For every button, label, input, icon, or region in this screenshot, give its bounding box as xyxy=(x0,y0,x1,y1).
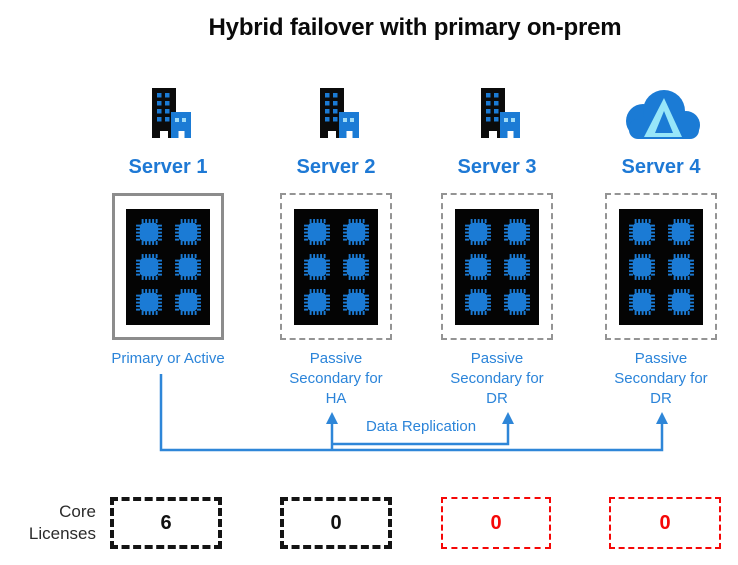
cpu-chip-icon xyxy=(667,288,694,315)
server-name: Server 4 xyxy=(621,156,701,178)
server-host-box xyxy=(280,193,392,340)
cpu-chip-icon xyxy=(135,218,162,245)
cpu-chip-icon xyxy=(667,218,694,245)
server-role-label: Passive Secondary for HA xyxy=(289,350,383,407)
cpu-chip-icon xyxy=(174,218,201,245)
server-host-box xyxy=(112,193,224,340)
server-column-4: Server 4 Passive Secondary for DR xyxy=(586,0,736,565)
cpu-chip-icon xyxy=(667,253,694,280)
office-building-icon xyxy=(261,86,411,144)
license-count-box-server2: 0 xyxy=(280,497,392,549)
server-host-box xyxy=(605,193,717,340)
cpu-chip-icon xyxy=(135,288,162,315)
page-title: Hybrid failover with primary on-prem xyxy=(208,14,622,41)
core-licenses-label-line1: Core xyxy=(59,502,96,521)
cpu-chip-icon xyxy=(628,288,655,315)
cpu-chip-icon xyxy=(503,253,530,280)
cpu-chip-icon xyxy=(628,253,655,280)
server-name: Server 2 xyxy=(296,156,376,178)
azure-cloud-icon xyxy=(586,86,736,144)
server-role-label: Passive Secondary for DR xyxy=(614,350,708,407)
core-licenses-label: Core Licenses xyxy=(4,501,96,545)
cpu-chip-icon xyxy=(342,288,369,315)
office-building-icon xyxy=(422,86,572,144)
license-count-box-server1: 6 xyxy=(110,497,222,549)
office-building-icon xyxy=(93,86,243,144)
server-role-label: Primary or Active xyxy=(111,350,225,367)
server-column-2: Server 2 Passive Secondary for HA xyxy=(261,0,411,565)
cpu-chip-icon xyxy=(342,218,369,245)
server-column-1: Server 1 Primary or Active xyxy=(93,0,243,565)
server-column-3: Server 3 Passive Secondary for DR xyxy=(422,0,572,565)
cpu-chip-icon xyxy=(503,218,530,245)
cpu-panel xyxy=(619,208,703,325)
cpu-chip-icon xyxy=(174,253,201,280)
cpu-chip-icon xyxy=(303,218,330,245)
core-licenses-label-line2: Licenses xyxy=(28,524,96,543)
data-replication-label: Data Replication xyxy=(365,418,477,435)
server-name: Server 3 xyxy=(457,156,537,178)
cpu-chip-icon xyxy=(174,288,201,315)
license-count-box-server3: 0 xyxy=(441,497,551,549)
cpu-chip-icon xyxy=(464,218,491,245)
cpu-chip-icon xyxy=(135,253,162,280)
server-name: Server 1 xyxy=(128,156,208,178)
cpu-chip-icon xyxy=(464,288,491,315)
cpu-chip-icon xyxy=(628,218,655,245)
cpu-chip-icon xyxy=(342,253,369,280)
cpu-chip-icon xyxy=(464,253,491,280)
cpu-panel xyxy=(126,208,210,325)
cpu-chip-icon xyxy=(303,288,330,315)
server-host-box xyxy=(441,193,553,340)
server-role-label: Passive Secondary for DR xyxy=(450,350,544,407)
cpu-chip-icon xyxy=(503,288,530,315)
cpu-chip-icon xyxy=(303,253,330,280)
cpu-panel xyxy=(294,208,378,325)
cpu-panel xyxy=(455,208,539,325)
license-count-box-server4: 0 xyxy=(609,497,721,549)
